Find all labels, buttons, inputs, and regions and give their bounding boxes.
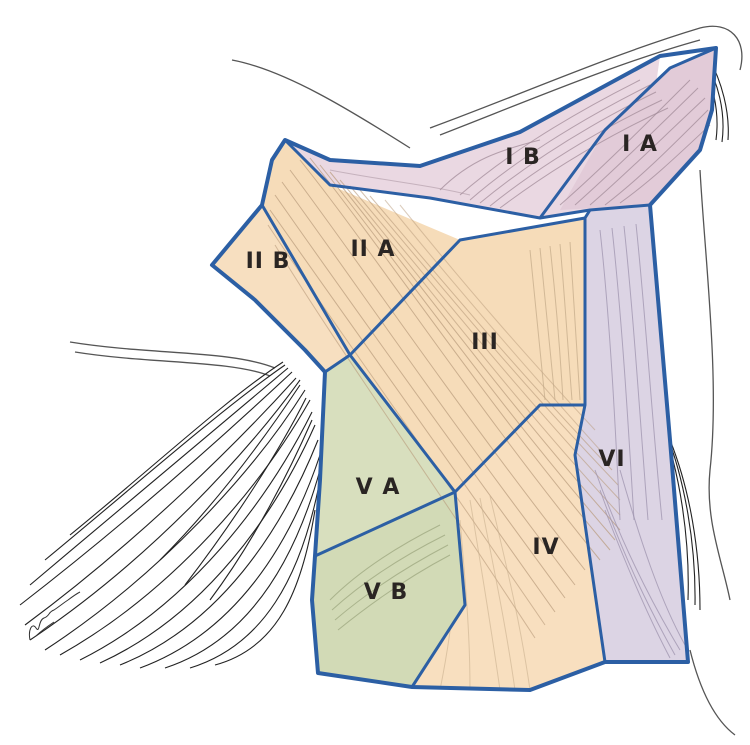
label-iib: II B [246,249,291,274]
label-vi: VI [598,447,625,472]
label-iii: III [471,330,499,355]
label-va: V A [356,475,401,500]
label-vb: V B [364,580,408,605]
hair-shading [20,362,320,668]
label-ia: I A [622,132,658,157]
label-iv: IV [532,535,559,560]
label-iia: II A [350,237,395,262]
label-ib: I B [505,145,541,170]
